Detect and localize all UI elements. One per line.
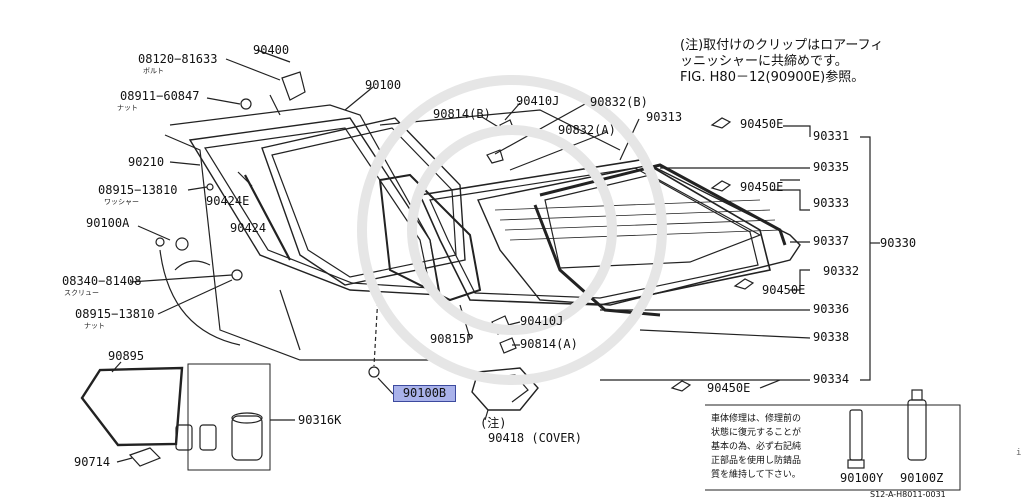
part-08915-b-sub: ナット — [84, 322, 105, 330]
part-90714[interactable]: 90714 — [74, 455, 111, 469]
part-90331[interactable]: 90331 — [813, 129, 850, 143]
part-90418-cover[interactable]: 90418 (COVER) — [488, 431, 582, 445]
part-90338[interactable]: 90338 — [813, 330, 850, 344]
part-90424e[interactable]: 90424E — [206, 194, 250, 208]
part-90333[interactable]: 90333 — [813, 196, 850, 210]
installation-note: (注)取付けのクリップはロアーフィ ッニッシャーに共締めです。 FIG. H80… — [680, 38, 883, 86]
part-90337[interactable]: 90337 — [813, 234, 850, 248]
part-08340-81408[interactable]: 08340−81408 — [62, 274, 142, 288]
part-90832a[interactable]: 90832(A) — [558, 123, 616, 137]
part-90100b-highlighted[interactable]: 90100B — [393, 385, 456, 402]
part-90330[interactable]: 90330 — [880, 236, 917, 250]
part-08915-13810-a[interactable]: 08915−13810 — [98, 183, 178, 197]
part-90410j-low[interactable]: 90410J — [520, 314, 564, 328]
edge-mark: i — [1016, 448, 1022, 458]
part-90100y[interactable]: 90100Y — [840, 471, 884, 485]
part-08340-sub: スクリュー — [64, 289, 99, 297]
part-08915-13810-b[interactable]: 08915−13810 — [75, 307, 155, 321]
part-90100[interactable]: 90100 — [365, 78, 402, 92]
part-90424[interactable]: 90424 — [230, 221, 267, 235]
note-line-2: ッニッシャーに共締めです。 — [680, 54, 848, 69]
part-08911-60847[interactable]: 08911−60847 — [120, 89, 200, 103]
part-90316k[interactable]: 90316K — [298, 413, 342, 427]
watermark-logo — [357, 75, 667, 385]
part-90450e-1[interactable]: 90450E — [740, 117, 784, 131]
part-90332[interactable]: 90332 — [823, 264, 860, 278]
part-90814a[interactable]: 90814(A) — [520, 337, 578, 351]
part-90814b[interactable]: 90814(B) — [433, 107, 491, 121]
part-08120-sub: ボルト — [143, 67, 164, 75]
repair-notice-text: 車体修理は、修理前の 状態に復元することが 基本の為、必ず右記純 正部品を使用し… — [711, 414, 802, 480]
part-90336[interactable]: 90336 — [813, 302, 850, 316]
part-90410j-top[interactable]: 90410J — [516, 94, 560, 108]
part-90334[interactable]: 90334 — [813, 372, 850, 386]
cover-note-marker: (注) — [480, 416, 507, 430]
part-08915-a-sub: ワッシャー — [104, 198, 139, 206]
part-90400[interactable]: 90400 — [253, 43, 290, 57]
part-08120-81633[interactable]: 08120−81633 — [138, 52, 218, 66]
part-90210[interactable]: 90210 — [128, 155, 165, 169]
part-90313[interactable]: 90313 — [646, 110, 683, 124]
part-90815p[interactable]: 90815P — [430, 332, 474, 346]
note-line-3: FIG. H80－12(90900E)参照。 — [680, 70, 865, 85]
note-line-1: (注)取付けのクリップはロアーフィ — [680, 38, 884, 53]
part-90895[interactable]: 90895 — [108, 349, 145, 363]
part-90832b[interactable]: 90832(B) — [590, 95, 648, 109]
part-08911-sub: ナット — [117, 104, 138, 112]
part-90335[interactable]: 90335 — [813, 160, 850, 174]
diagram-reference-code: S12-A-H8011-0031 — [870, 490, 946, 499]
part-90450e-4[interactable]: 90450E — [707, 381, 751, 395]
part-90100z[interactable]: 90100Z — [900, 471, 944, 485]
part-90450e-2[interactable]: 90450E — [740, 180, 784, 194]
part-90450e-3[interactable]: 90450E — [762, 283, 806, 297]
part-90100a[interactable]: 90100A — [86, 216, 130, 230]
